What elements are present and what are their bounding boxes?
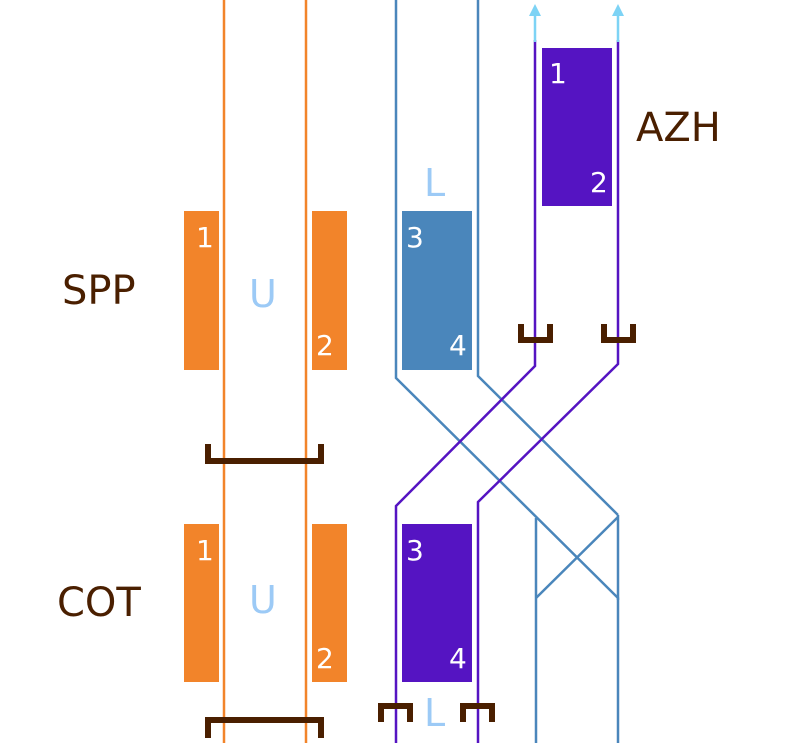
track-blue-crossover — [535, 516, 619, 599]
buffer-azh-left — [518, 324, 553, 343]
platform-number: 4 — [449, 642, 467, 675]
platform-number: 3 — [406, 221, 424, 254]
track-l-left-blue — [394, 0, 620, 743]
platform-cot-2 — [312, 524, 347, 682]
platform-spp-2 — [312, 211, 347, 370]
platform-spp-34 — [402, 211, 472, 370]
platform-cot-34 — [402, 524, 472, 682]
platform-cot-1 — [184, 524, 219, 682]
track-label-u-cot: U — [249, 578, 277, 622]
station-name-azh: AZH — [636, 105, 721, 151]
platform-number: 1 — [549, 57, 567, 90]
platform-number: 1 — [196, 221, 214, 254]
track-label-l-top: L — [424, 161, 445, 205]
track-label-u-spp: U — [249, 272, 277, 316]
platform-number: 4 — [449, 329, 467, 362]
platform-spp-1 — [184, 211, 219, 370]
platform-number: 3 — [406, 534, 424, 567]
buffer-cot-l-right — [460, 703, 495, 722]
station-name-spp: SPP — [62, 268, 136, 314]
track-purple-right — [476, 40, 620, 743]
platform-number: 2 — [590, 166, 608, 199]
buffer-cot-l-left — [378, 703, 413, 722]
arrow-up-icon — [612, 4, 624, 16]
arrow-up-icon — [529, 4, 541, 16]
platform-number: 2 — [316, 642, 334, 675]
bracket-spp-u — [205, 444, 324, 464]
platform-azh-12 — [542, 48, 612, 206]
track-purple-left — [394, 40, 537, 743]
platform-number: 1 — [196, 534, 214, 567]
bracket-cot-u — [205, 717, 324, 738]
track-l-right-blue — [476, 0, 619, 516]
station-name-cot: COT — [57, 580, 141, 626]
buffer-azh-right — [601, 324, 636, 343]
platform-number: 2 — [316, 329, 334, 362]
track-label-l-bottom: L — [424, 691, 445, 735]
